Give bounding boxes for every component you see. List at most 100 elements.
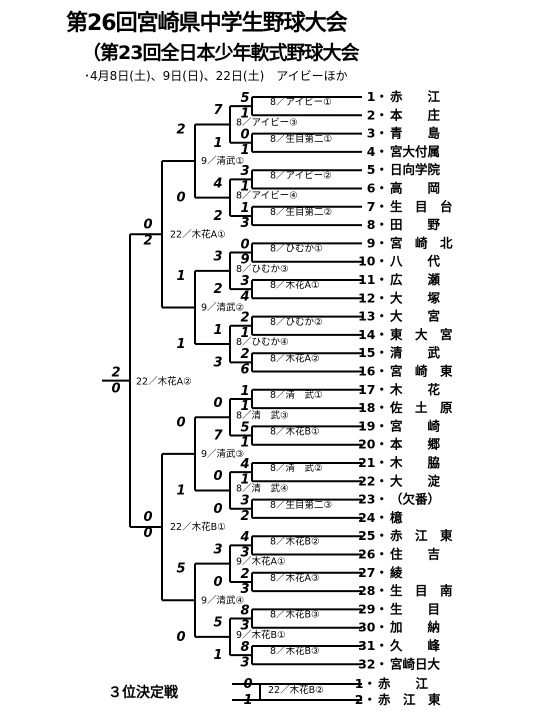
team-seed: 31・ (358, 638, 388, 653)
team-seed: 2・ (367, 107, 388, 122)
r1-score-bottom: 1 (240, 472, 249, 487)
r1-score-top: 0 (240, 128, 249, 143)
team-name: 生 目 台 (390, 199, 453, 214)
r1-venue: 8／木花B① (270, 426, 320, 438)
r2-venue: 8／清 武④ (236, 482, 289, 494)
third-venue: 22／木花B② (268, 684, 324, 696)
r1-venue: 8／アイビー① (270, 97, 332, 108)
sf-score-bottom: 2 (143, 233, 152, 248)
r1-score-top: 4 (239, 530, 249, 545)
qf-score-top: 1 (176, 269, 185, 284)
team-seed: 23・ (358, 492, 388, 507)
r1-score-bottom: 3 (240, 546, 249, 561)
r1-score-top: 1 (240, 201, 249, 216)
qf-score-bottom: 0 (176, 630, 185, 645)
r1-score-bottom: 9 (240, 253, 249, 268)
page-subtitle: （第23回全日本少年軟式野球大会 (82, 42, 359, 64)
r2-score-top: 5 (213, 616, 222, 631)
team-seed: 32・ (358, 656, 388, 671)
r1-venue: 8／木花B② (270, 535, 320, 547)
team-name: 住 吉 (390, 547, 440, 562)
team-seed: 5・ (367, 162, 388, 177)
team-name: 東 大 宮 (390, 327, 453, 342)
third-team-seed: 2・ (355, 692, 376, 707)
team-seed: 8・ (367, 217, 388, 232)
team-name: 宮 崎 北 (390, 235, 453, 250)
final-score-top: 2 (111, 366, 120, 381)
r2-score-bottom: 3 (213, 355, 222, 370)
qf-venue: 9／清武① (201, 155, 244, 167)
r2-score-bottom: 1 (213, 648, 222, 663)
team-seed: 3・ (367, 126, 388, 141)
r1-score-bottom: 1 (240, 180, 249, 195)
third-place-label: ３位決定戦 (108, 684, 179, 701)
sf-score-top: 0 (143, 217, 152, 232)
qf-score-top: 5 (176, 562, 185, 577)
team-name: 木 花 (389, 382, 441, 397)
r1-score-bottom: 6 (240, 363, 249, 378)
team-name: 檍 (390, 510, 403, 525)
team-name: 高 岡 (390, 181, 440, 196)
team-seed: 9・ (367, 235, 388, 250)
qf-venue: 9／清武④ (201, 594, 244, 606)
r1-score-top: 0 (240, 237, 249, 252)
team-name: 八 代 (389, 254, 441, 269)
r1-score-bottom: 1 (240, 436, 249, 451)
r2-venue: 8／アイビー③ (236, 117, 298, 128)
team-name: 生 目 南 (390, 583, 453, 598)
r2-venue: 8／アイビー④ (236, 191, 298, 202)
page-title: 第26回宮崎県中学生野球大会 (66, 11, 348, 36)
team-name: 生 目 (390, 601, 440, 616)
r2-score-bottom: 2 (213, 282, 222, 297)
r2-venue: 9／木花B① (236, 629, 286, 641)
team-seed: 29・ (358, 601, 388, 616)
r1-score-bottom: 3 (240, 655, 249, 670)
r1-score-top: 4 (239, 457, 249, 472)
r2-venue: 8／清 武③ (236, 409, 289, 421)
team-name: 宮 崎 東 (390, 364, 453, 379)
qf-venue: 9／清武③ (201, 448, 244, 460)
r2-venue: 8／ひむか④ (236, 337, 289, 348)
r1-score-top: 2 (240, 567, 249, 582)
r1-score-top: 8 (240, 603, 249, 618)
r1-venue: 8／ひむか① (270, 244, 323, 255)
sf-venue: 22／木花B① (170, 521, 226, 533)
r1-venue: 8／清 武① (270, 389, 323, 401)
r1-score-bottom: 1 (240, 143, 249, 158)
r1-venue: 8／ひむか② (270, 317, 323, 328)
team-seed: 21・ (358, 455, 388, 470)
r1-score-top: 5 (240, 420, 249, 435)
third-team-name: 赤 江 (378, 676, 429, 691)
r1-score-top: 2 (240, 347, 249, 362)
team-seed: 4・ (367, 144, 388, 159)
r1-score-top: 2 (240, 311, 249, 326)
team-seed: 13・ (358, 309, 388, 324)
team-name: 佐 土 原 (389, 400, 453, 415)
team-name: 日向学院 (390, 162, 441, 177)
qf-score-bottom: 1 (176, 337, 185, 352)
team-seed: 6・ (367, 181, 388, 196)
r2-score-top: 0 (213, 396, 222, 411)
team-seed: 17・ (358, 382, 388, 397)
team-name: 田 野 (390, 217, 441, 232)
schedule-dates: ･4月8日(土)、9日(日)、22日(土) アイビーほか (84, 69, 348, 83)
r2-venue: 8／ひむか③ (236, 264, 289, 275)
team-name: 青 島 (390, 126, 441, 141)
r1-score-top: 1 (240, 384, 249, 399)
r2-score-bottom: 7 (213, 429, 223, 444)
r2-score-top: 4 (212, 176, 222, 191)
team-name: 清 武 (390, 345, 441, 360)
team-seed: 10・ (358, 254, 388, 269)
team-seed: 16・ (358, 364, 388, 379)
team-seed: 30・ (358, 620, 388, 635)
team-name: 加 納 (389, 620, 440, 635)
team-seed: 11・ (358, 272, 388, 287)
r1-score-bottom: 2 (240, 509, 249, 524)
r2-score-top: 3 (213, 542, 222, 557)
r2-score-top: 3 (213, 250, 222, 265)
r2-score-top: 0 (213, 469, 222, 484)
r2-score-top: 1 (213, 323, 222, 338)
r1-venue: 8／生目第二③ (270, 499, 332, 511)
team-name: 大 淀 (390, 473, 441, 488)
